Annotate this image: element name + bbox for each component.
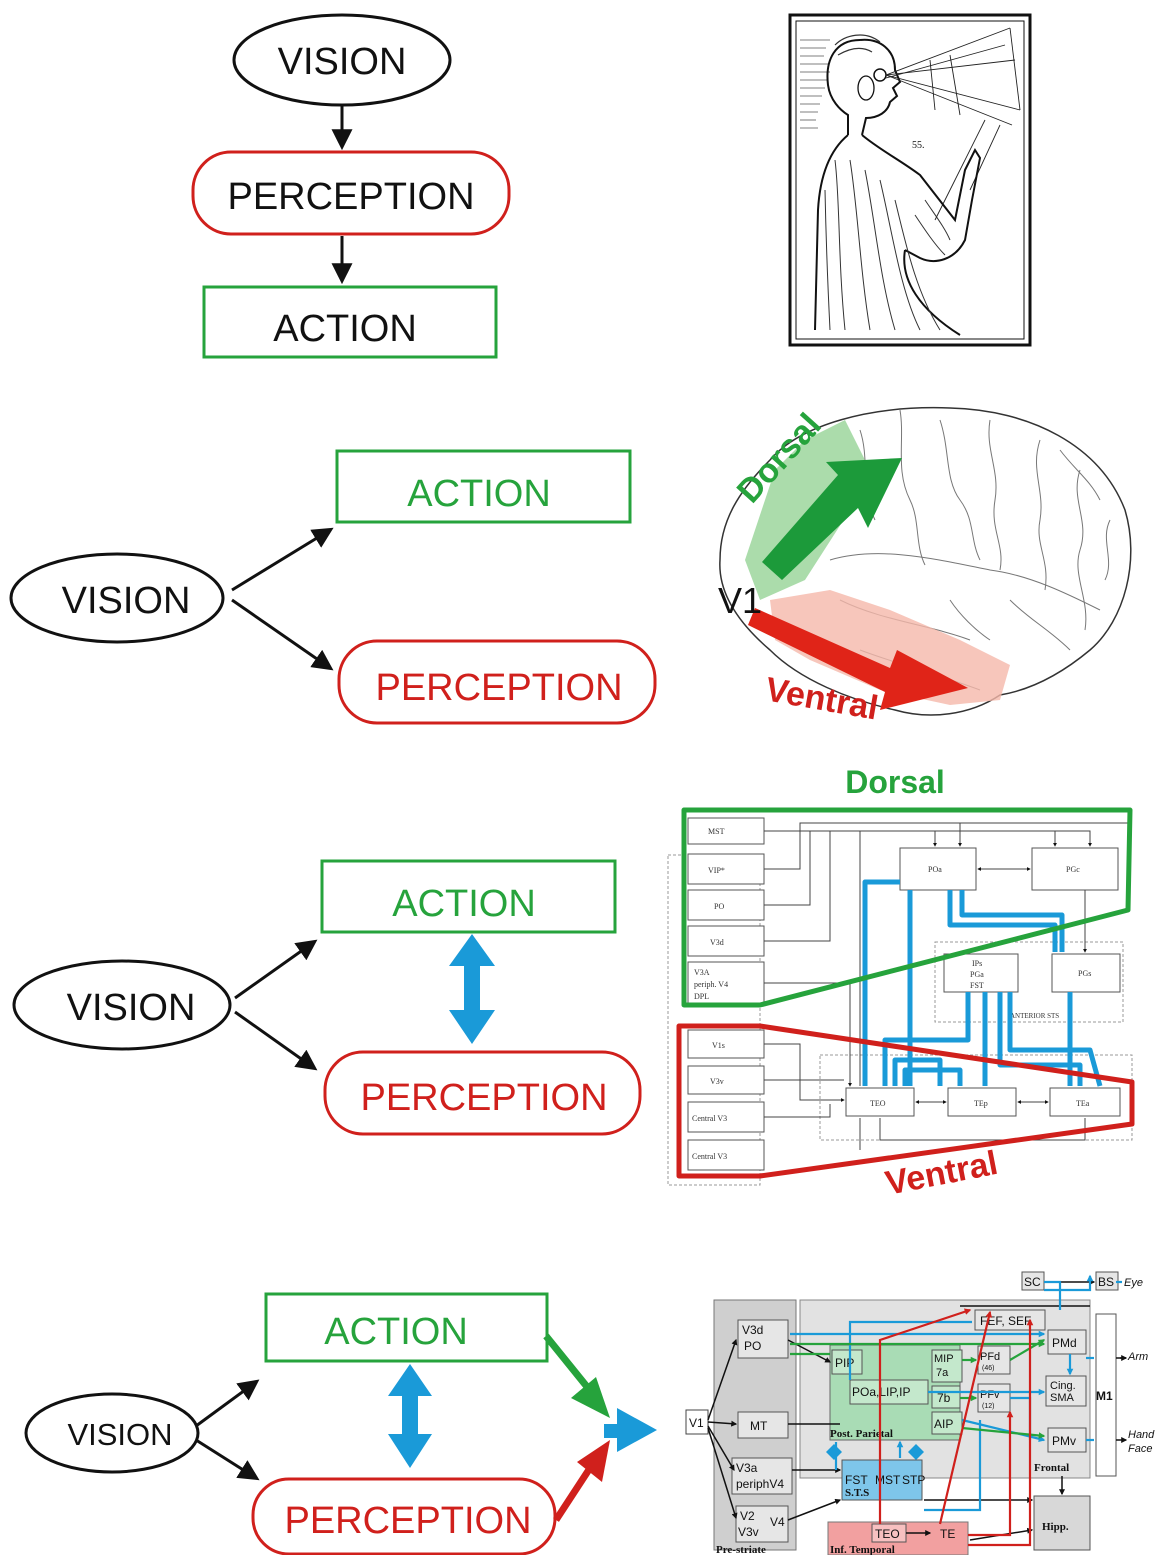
box-v3a: V3a xyxy=(736,1461,758,1475)
convergence-arrows xyxy=(543,1333,657,1522)
node-pgc: PGc xyxy=(1066,865,1080,874)
box-fst: FST xyxy=(845,1473,868,1487)
box-mst: MST xyxy=(875,1473,901,1487)
node-pga: PGa xyxy=(970,970,984,979)
box-mip: MIP xyxy=(934,1353,954,1365)
region-inf-temporal: Inf. Temporal xyxy=(830,1544,895,1555)
box-v3v: V3v xyxy=(710,1077,724,1086)
box-po: PO xyxy=(744,1339,761,1353)
box-te: TE xyxy=(940,1527,955,1541)
perception-label: PERCEPTION xyxy=(227,176,474,218)
bidirectional-arrow xyxy=(388,1364,432,1468)
v1-label: V1 xyxy=(718,580,762,621)
page-mark: 55. xyxy=(912,140,925,151)
node-pgs: PGs xyxy=(1078,969,1091,978)
node-poa: POa xyxy=(928,865,942,874)
box-aip: AIP xyxy=(934,1417,953,1431)
box-12: (12) xyxy=(982,1403,994,1410)
box-poa-lip-ip: POa,LIP,IP xyxy=(852,1385,910,1399)
box-7a: 7a xyxy=(936,1367,949,1379)
box-sc: SC xyxy=(1024,1275,1041,1289)
box-teo: TEO xyxy=(875,1527,900,1541)
box-v3v: V3v xyxy=(738,1525,759,1539)
region-frontal: Frontal xyxy=(1034,1462,1069,1474)
box-central-v3-a: Central V3 xyxy=(692,1114,727,1123)
box-v3d: V3d xyxy=(742,1323,763,1337)
vision-label: VISION xyxy=(278,41,407,83)
box-v4: V4 xyxy=(770,1515,785,1529)
box-pfd: PFd xyxy=(980,1351,1000,1363)
region-post-parietal: Post. Parietal xyxy=(830,1428,893,1440)
box-v2: V2 xyxy=(740,1509,755,1523)
box-m1: M1 xyxy=(1096,1389,1113,1403)
box-7b: 7b xyxy=(937,1391,951,1405)
cortical-hierarchy-diagram: Pre-striate Post. Parietal Inf. Temporal… xyxy=(685,1271,1155,1555)
box-pfv: PFv xyxy=(980,1389,1000,1401)
perception-label: PERCEPTION xyxy=(284,1500,531,1542)
node-tea: TEa xyxy=(1076,1099,1090,1108)
node-teo: TEO xyxy=(870,1099,886,1108)
box-sma: SMA xyxy=(1050,1392,1075,1404)
panel-serial-model: VISION PERCEPTION ACTION xyxy=(191,13,511,359)
box-v1: V1 xyxy=(689,1416,704,1430)
output-face: Face xyxy=(1128,1443,1152,1455)
action-label: ACTION xyxy=(407,473,551,515)
output-eye: Eye xyxy=(1124,1277,1143,1289)
box-cing: Cing. xyxy=(1050,1380,1076,1392)
output-hand: Hand xyxy=(1128,1429,1155,1441)
descartes-woodcut-image: 55. xyxy=(788,13,1032,347)
bidirectional-arrow xyxy=(449,934,495,1044)
anterior-sts-label: ANTERIOR STS xyxy=(1010,1012,1059,1020)
box-pmv: PMv xyxy=(1052,1434,1076,1448)
output-arm: Arm xyxy=(1127,1351,1148,1363)
box-v3a: V3A xyxy=(694,968,710,977)
node-fst: FST xyxy=(970,981,984,990)
vision-label: VISION xyxy=(67,987,196,1029)
node-tep: TEp xyxy=(974,1099,988,1108)
box-hipp: Hipp. xyxy=(1042,1521,1069,1533)
box-periph-v4: periph. V4 xyxy=(694,980,728,989)
box-pmd: PMd xyxy=(1052,1336,1077,1350)
box-fef-sef: FEF, SEF xyxy=(980,1314,1031,1328)
panel-integration-model: VISION ACTION PERCEPTION xyxy=(24,1292,657,1555)
vision-label: VISION xyxy=(67,1417,172,1452)
box-stp: STP xyxy=(902,1473,925,1487)
perception-label: PERCEPTION xyxy=(375,667,622,709)
box-46: (46) xyxy=(982,1365,994,1372)
action-label: ACTION xyxy=(273,308,417,350)
vision-label: VISION xyxy=(62,580,191,622)
box-pip: PIP xyxy=(835,1356,854,1370)
cortical-network-diagram: Dorsal MST VIP* PO V3d V3A periph. V4 DP… xyxy=(667,764,1135,1203)
region-prestriate: Pre-striate xyxy=(716,1544,766,1555)
action-label: ACTION xyxy=(392,883,536,925)
node-ips: IPs xyxy=(972,959,982,968)
panel-interacting-streams: VISION ACTION PERCEPTION xyxy=(12,859,642,1136)
perception-label: PERCEPTION xyxy=(360,1077,607,1119)
box-mst: MST xyxy=(708,827,725,836)
panel-two-streams: VISION ACTION PERCEPTION xyxy=(9,449,657,725)
brain-illustration: Dorsal V1 Ventral xyxy=(718,406,1132,728)
box-vip: VIP* xyxy=(708,866,725,875)
box-bs: BS xyxy=(1098,1275,1114,1289)
dorsal-label: Dorsal xyxy=(845,764,945,800)
box-mt: MT xyxy=(750,1419,768,1433)
box-periph-v4: periphV4 xyxy=(736,1477,784,1491)
box-sts: S.T.S xyxy=(845,1487,869,1499)
box-central-v3-b: Central V3 xyxy=(692,1152,727,1161)
box-v1s: V1s xyxy=(712,1041,725,1050)
box-v3d: V3d xyxy=(710,938,724,947)
action-label: ACTION xyxy=(324,1311,468,1353)
box-po: PO xyxy=(714,902,724,911)
box-dpl: DPL xyxy=(694,992,709,1001)
